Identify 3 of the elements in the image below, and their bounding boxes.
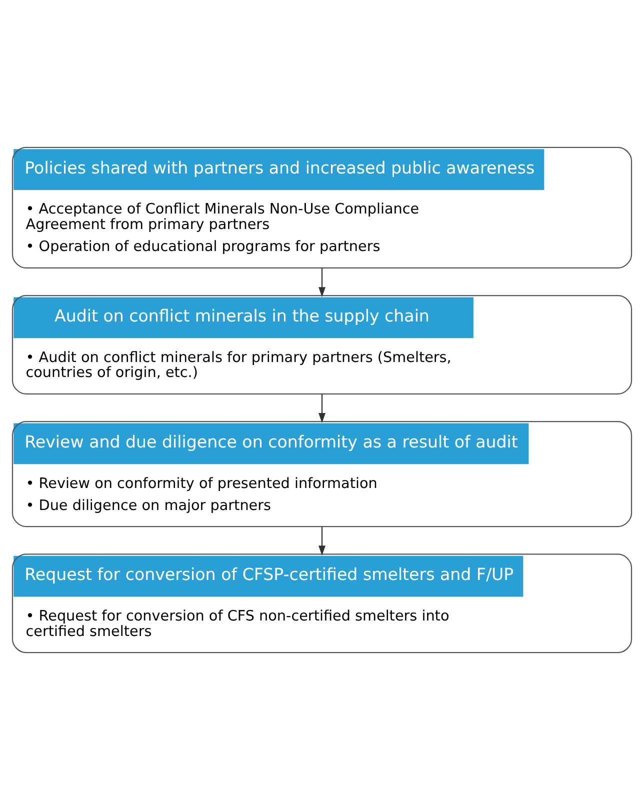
arrow bbox=[318, 268, 326, 298]
arrow bbox=[318, 394, 326, 423]
arrow bbox=[318, 526, 326, 556]
